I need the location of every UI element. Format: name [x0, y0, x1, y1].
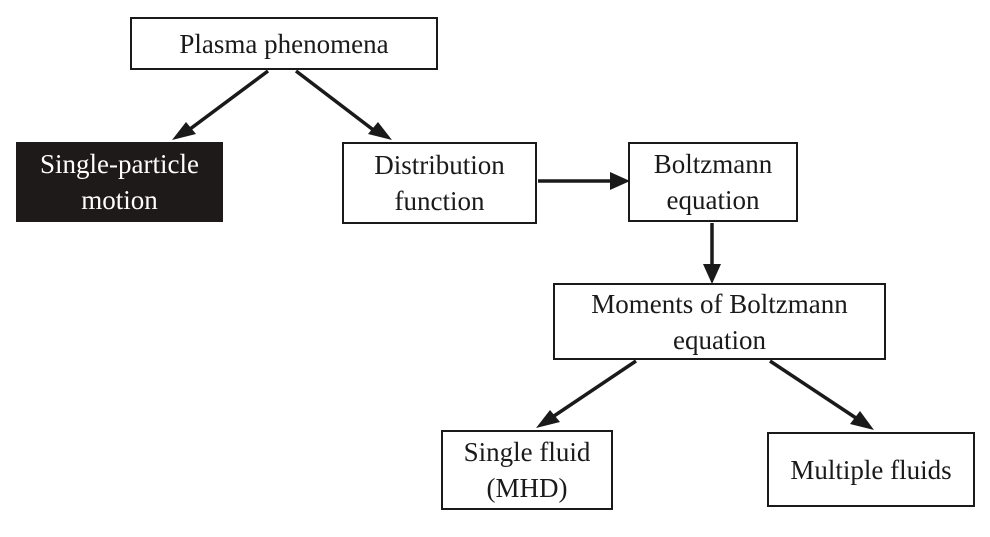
node-boltzmann-equation: Boltzmann equation: [628, 142, 798, 222]
node-label-line1: Single-particle: [40, 149, 199, 179]
node-plasma-phenomena: Plasma phenomena: [130, 17, 438, 70]
node-label-line2: equation: [673, 324, 766, 355]
node-label: Multiple fluids: [790, 454, 952, 485]
node-label-line1: Boltzmann: [653, 149, 773, 179]
node-label-line2: motion: [81, 185, 158, 215]
arrowhead-single-fluid: [536, 410, 560, 428]
arrow-moments-to-multiple-fluids: [769, 359, 863, 424]
arrow-plasma-to-single-particle: [180, 69, 270, 137]
node-label-line1: Moments of Boltzmann: [591, 288, 848, 319]
node-moments-of-boltzmann-equation: Moments of Boltzmann equation: [553, 283, 886, 360]
arrow-plasma-to-distribution: [294, 69, 382, 137]
node-distribution-function: Distribution function: [342, 142, 537, 224]
node-label-line2: (MHD): [486, 473, 568, 503]
arrowhead-distribution: [368, 122, 392, 140]
node-label-line1: Distribution: [374, 150, 505, 180]
node-label-line2: function: [394, 186, 485, 216]
node-label-line1: Single fluid: [463, 437, 591, 467]
node-label: Plasma phenomena: [179, 28, 389, 59]
node-single-fluid-mhd: Single fluid (MHD): [441, 430, 613, 510]
arrowhead-multiple-fluids: [850, 411, 874, 430]
arrowhead-moments: [703, 264, 721, 284]
arrowhead-single-particle: [172, 122, 196, 140]
node-single-particle-motion: Single-particle motion: [16, 142, 223, 222]
arrowhead-boltzmann: [610, 172, 630, 190]
node-multiple-fluids: Multiple fluids: [767, 432, 975, 507]
node-label-line2: equation: [666, 185, 760, 215]
arrow-moments-to-single-fluid: [547, 359, 637, 422]
